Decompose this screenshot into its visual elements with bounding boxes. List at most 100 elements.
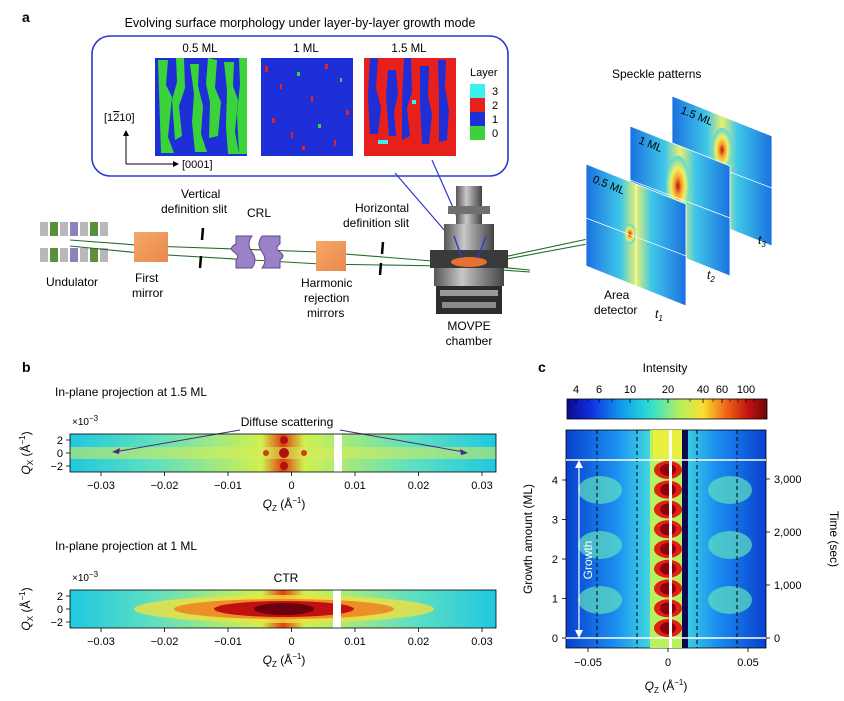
x-tick-label: −0.01: [214, 480, 242, 492]
legend-value: 1: [492, 114, 498, 126]
colorbar-tick-label: 10: [624, 384, 636, 396]
area-detector-label: Area: [604, 288, 630, 302]
panel-a-label: a: [22, 9, 30, 25]
x-tick-label: 0: [288, 480, 294, 492]
x-tick-label: 0.03: [471, 636, 492, 648]
colorbar-tick-label: 40: [697, 384, 709, 396]
legend-swatch: [470, 112, 485, 126]
y-tick-label: −2: [50, 461, 63, 473]
harmonic-label: Harmonic: [301, 276, 352, 290]
scale-factor: ×10−3: [72, 414, 99, 428]
colorbar-tick-label: 6: [596, 384, 602, 396]
first-mirror: [134, 232, 168, 262]
left-y-tick-label: 1: [552, 594, 558, 606]
morphology-map-0-5ml: 0.5 ML: [155, 43, 247, 156]
x-tick-label: −0.02: [151, 480, 179, 492]
speckle-title: Speckle patterns: [612, 67, 701, 81]
x-tick-label: −0.01: [214, 636, 242, 648]
map-label: 0.5 ML: [182, 43, 218, 55]
colorbar-tick-label: 100: [737, 384, 755, 396]
ctr-intensity-core: [660, 523, 676, 536]
panel-a: a Evolving surface morphology under laye…: [22, 9, 773, 348]
undulator-label: Undulator: [46, 275, 98, 289]
x-tick-label: 0.03: [471, 480, 492, 492]
legend-value: 2: [492, 100, 498, 112]
x-tick-label: −0.02: [151, 636, 179, 648]
legend-value: 0: [492, 128, 498, 140]
movpe-label: chamber: [446, 334, 493, 348]
y-tick-label: −2: [50, 617, 63, 629]
colorbar-title: Intensity: [643, 361, 688, 375]
growth-label: Growth: [581, 541, 595, 580]
right-y-tick-label: 2,000: [774, 527, 802, 539]
growth-amount-axis-label: Growth amount (ML): [521, 484, 535, 594]
y-axis-label: QX (Å−1): [18, 431, 35, 474]
colorbar-tick-label: 60: [716, 384, 728, 396]
crl-label: CRL: [247, 206, 271, 220]
x-tick-label: 0: [665, 657, 671, 669]
scale-factor: ×10−3: [72, 570, 99, 584]
panel-c-xlabel: QZ (Å−1): [645, 678, 688, 695]
y-axis-label: QX (Å−1): [18, 587, 35, 630]
y-tick-label: 0: [57, 604, 63, 616]
y-tick-label: 2: [57, 435, 63, 447]
time-label: t3: [758, 233, 766, 249]
horizontal-slit-blade: [380, 241, 385, 255]
movpe-label: MOVPE: [447, 319, 490, 333]
diffuse-scattering-map: Diffuse scattering: [70, 415, 496, 472]
colorbar: [566, 398, 768, 420]
colorbar-ticks: 4 6 10 20 40 60 100: [573, 384, 755, 403]
plot1-title: In-plane projection at 1.5 ML: [55, 385, 207, 399]
inset-title: Evolving surface morphology under layer-…: [125, 16, 476, 30]
growth-heatmap: Growth: [565, 429, 767, 649]
diffuse-annotation: Diffuse scattering: [241, 415, 334, 429]
crystal-axes: [1210] [0001]: [104, 112, 213, 171]
x-tick-label: 0.01: [344, 480, 365, 492]
right-y-tick-label: 3,000: [774, 474, 802, 486]
detector-gap: [334, 434, 342, 472]
layer-legend: Layer 3 2 1 0: [470, 67, 498, 140]
x-tick-label: 0.02: [408, 636, 429, 648]
scatter-peak: [301, 450, 307, 456]
panel-b-label: b: [22, 359, 31, 375]
left-y-tick-label: 2: [552, 554, 558, 566]
ctr-map: CTR: [70, 571, 496, 628]
legend-swatch: [470, 98, 485, 112]
vertical-slit-blade: [198, 255, 203, 269]
x-tick-label: 0.02: [408, 480, 429, 492]
first-mirror-label: First: [135, 271, 159, 285]
speckle-patterns: Speckle patterns 1.5 ML t3 1 ML t2 0.5 M: [585, 67, 773, 323]
ctr-intensity-core: [660, 463, 676, 476]
beamline-diagram: Undulator First mirror Vertical definiti…: [40, 67, 773, 348]
scatter-peak: [263, 450, 269, 456]
colorbar-tick-label: 4: [573, 384, 579, 396]
first-mirror-label: mirror: [132, 286, 163, 300]
harmonic-label: rejection: [304, 291, 349, 305]
movpe-chamber: MOVPE chamber: [430, 186, 508, 348]
panel-b: b In-plane projection at 1.5 ML Diffuse …: [18, 359, 497, 669]
ctr-intensity-core: [660, 483, 676, 496]
vertical-slit-label: definition slit: [161, 202, 228, 216]
x-tick-label: 0: [288, 636, 294, 648]
x-axis-label: QZ (Å−1): [263, 652, 306, 669]
x-tick-label: −0.03: [87, 636, 115, 648]
vertical-slit-blade: [200, 227, 205, 241]
x-tick-label: 0.01: [344, 636, 365, 648]
legend-swatch: [470, 84, 485, 98]
ctr-intensity-core: [660, 503, 676, 516]
x-tick-label: −0.03: [87, 480, 115, 492]
colorbar-tick-label: 20: [662, 384, 674, 396]
plot2-title: In-plane projection at 1 ML: [55, 539, 197, 553]
y-tick-label: 2: [57, 591, 63, 603]
ctr-intensity-core: [660, 622, 676, 635]
ctr-annotation: CTR: [274, 571, 299, 585]
crl-lens: CRL: [230, 206, 284, 269]
area-detector-label: detector: [594, 303, 637, 317]
morphology-inset: Evolving surface morphology under layer-…: [91, 16, 509, 247]
ctr-intensity-core: [660, 582, 676, 595]
panel-c-label: c: [538, 359, 546, 375]
